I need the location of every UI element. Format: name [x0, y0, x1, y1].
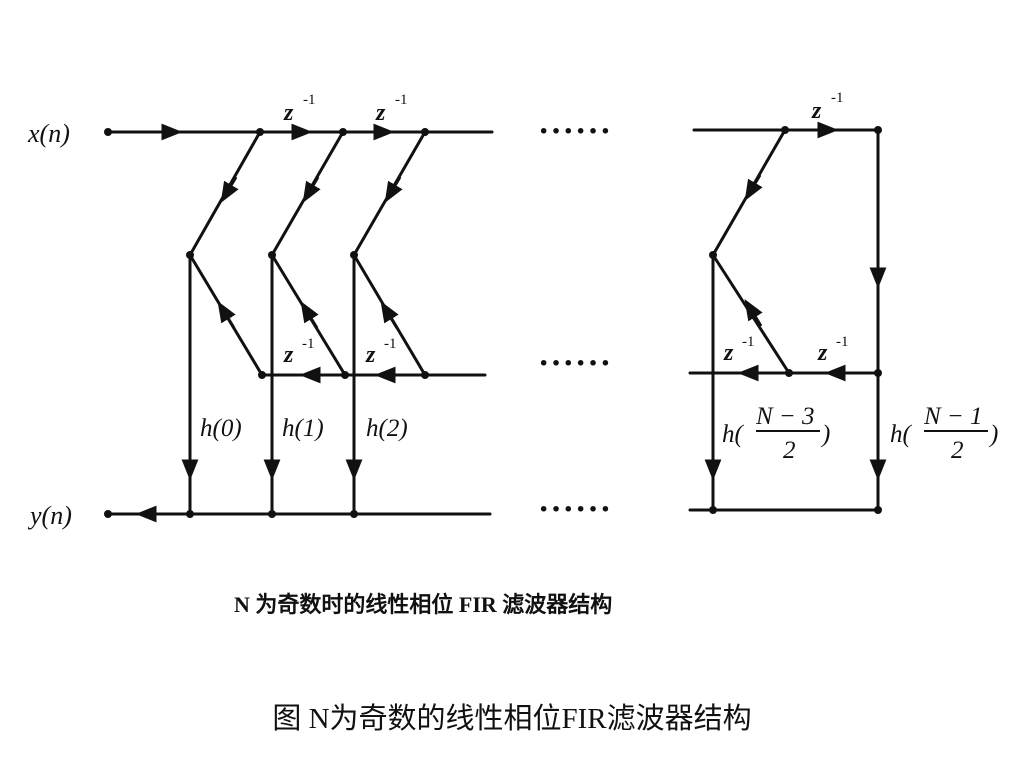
svg-text:): ) — [820, 421, 830, 448]
delay-label-mid-4: z -1 — [817, 334, 849, 366]
svg-text:-1: -1 — [395, 92, 408, 108]
svg-text:): ) — [988, 421, 998, 448]
svg-text:z: z — [375, 100, 386, 126]
svg-text:2: 2 — [783, 437, 796, 464]
coef-hN3: h( N − 3 2 ) — [722, 403, 830, 464]
delay-label-top-2: z -1 — [375, 92, 408, 126]
ellipsis-middle: ······ — [538, 345, 612, 382]
svg-text:z: z — [817, 340, 828, 366]
delay-label-mid-3: z -1 — [723, 334, 755, 366]
svg-text:N − 3: N − 3 — [755, 403, 815, 430]
svg-text:z: z — [283, 342, 294, 368]
coef-h2: h(2) — [366, 415, 408, 442]
svg-text:z: z — [365, 342, 376, 368]
svg-text:h(: h( — [890, 421, 913, 448]
input-label: x(n) — [27, 119, 70, 148]
node-dots — [104, 126, 882, 518]
svg-text:z: z — [811, 98, 822, 124]
ellipsis-bottom: ······ — [538, 491, 612, 528]
svg-text:z: z — [723, 340, 734, 366]
svg-text:2: 2 — [951, 437, 964, 464]
svg-text:-1: -1 — [303, 92, 316, 108]
slide-caption: 图 N为奇数的线性相位FIR滤波器结构 — [272, 703, 752, 735]
svg-text:-1: -1 — [302, 336, 315, 352]
svg-text:h(: h( — [722, 421, 745, 448]
output-label: y(n) — [27, 501, 72, 530]
coef-hN1: h( N − 1 2 ) — [890, 403, 998, 464]
svg-text:-1: -1 — [831, 90, 844, 106]
delay-label-top-3: z -1 — [811, 90, 844, 124]
delay-label-mid-1: z -1 — [283, 336, 315, 368]
delay-label-top-1: z -1 — [283, 92, 316, 126]
svg-text:z: z — [283, 100, 294, 126]
svg-text:-1: -1 — [836, 334, 849, 350]
coef-h0: h(0) — [200, 415, 242, 442]
ellipsis-top: ······ — [538, 113, 612, 150]
coef-h1: h(1) — [282, 415, 324, 442]
diag-down-0 — [188, 130, 262, 257]
svg-text:N − 1: N − 1 — [923, 403, 983, 430]
delay-label-mid-2: z -1 — [365, 336, 397, 368]
svg-text:-1: -1 — [384, 336, 397, 352]
svg-text:-1: -1 — [742, 334, 755, 350]
inner-figure-title: N 为奇数时的线性相位 FIR 滤波器结构 — [234, 592, 612, 617]
diag-down-n3 — [711, 128, 787, 257]
